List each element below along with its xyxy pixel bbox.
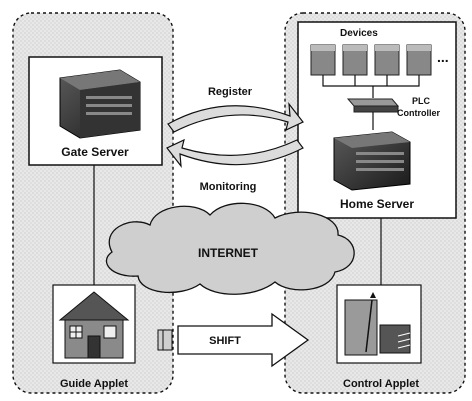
control-applet-icon <box>344 292 411 356</box>
server-icon <box>333 131 411 191</box>
register-arrow <box>167 102 304 133</box>
house-icon <box>58 291 130 359</box>
guide-applet-label: Guide Applet <box>60 378 128 390</box>
register-label: Register <box>208 86 253 98</box>
home-server-box: Devices ... <box>297 21 457 219</box>
shift-arrow <box>157 312 310 368</box>
shift-label: SHIFT <box>209 335 241 347</box>
plc-controller-icon <box>346 98 400 113</box>
devices-ellipsis: ... <box>437 49 449 65</box>
devices-label: Devices <box>340 28 378 39</box>
gate-server-label: Gate Server <box>61 145 129 159</box>
device-icon <box>406 44 432 76</box>
gate-server-box: Gate Server <box>28 56 163 166</box>
cloud-icon <box>105 202 355 295</box>
guide-applet-box: Guide Applet <box>52 284 136 390</box>
server-icon <box>59 69 141 139</box>
device-bus <box>322 75 420 87</box>
device-icon <box>374 44 400 76</box>
control-applet-label: Control Applet <box>343 378 419 390</box>
control-applet-box: Control Applet <box>336 284 422 390</box>
plc-label: PLC <box>412 96 431 106</box>
internet-label: INTERNET <box>198 246 259 260</box>
device-icon <box>342 44 368 76</box>
monitoring-label: Monitoring <box>200 181 257 193</box>
device-icon <box>310 44 336 76</box>
monitoring-arrow <box>166 138 304 168</box>
home-server-label: Home Server <box>340 197 414 211</box>
controller-label: Controller <box>397 108 440 118</box>
